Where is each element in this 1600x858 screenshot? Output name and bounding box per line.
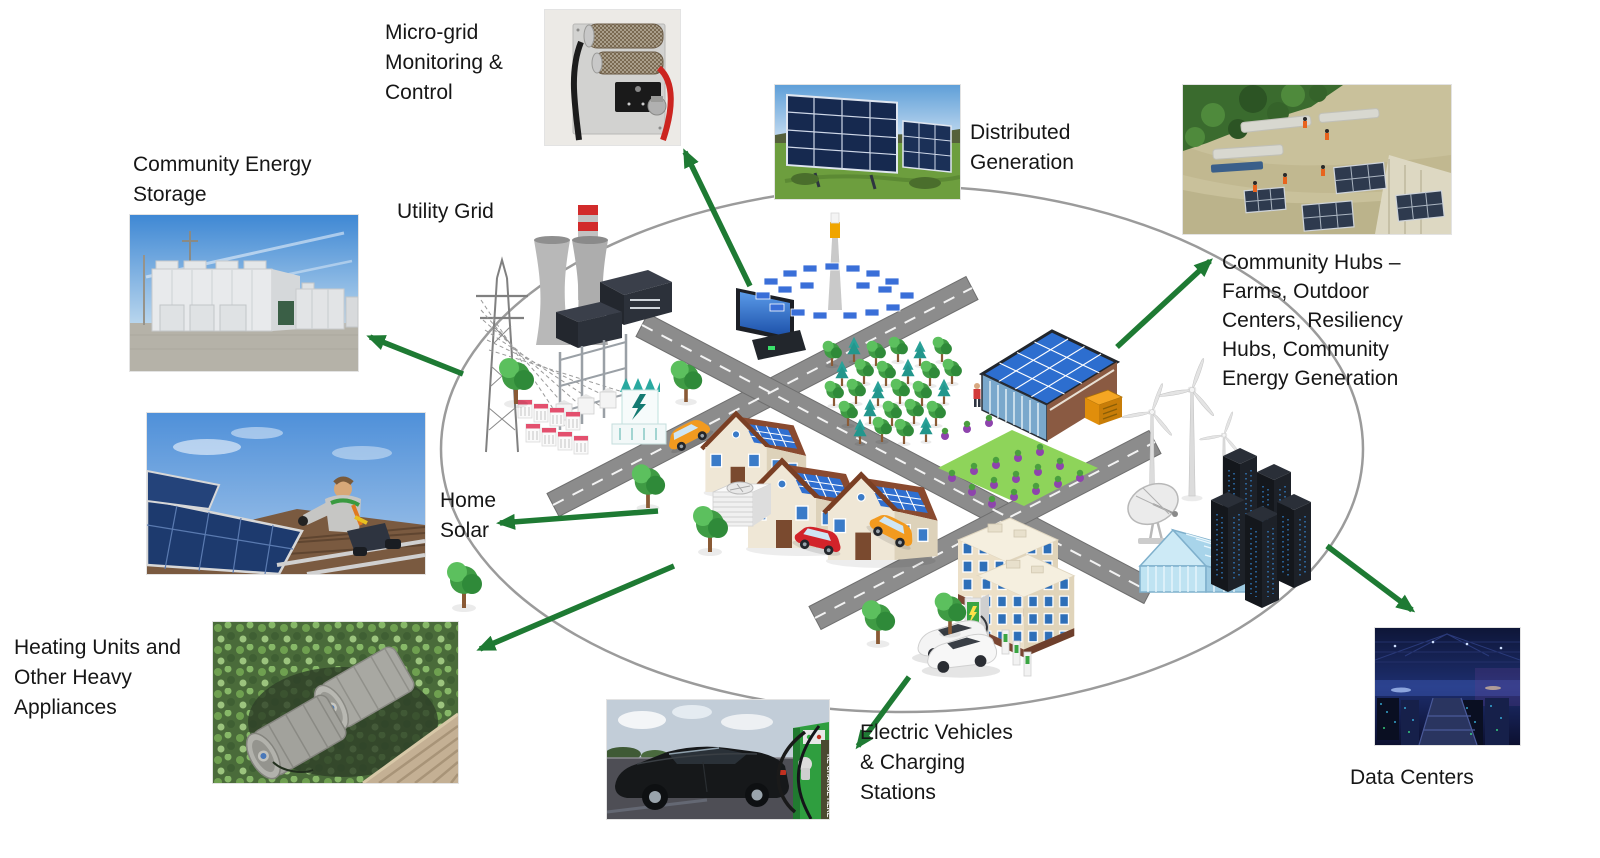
- photo-microgrid-controller: [545, 10, 680, 145]
- label-distributed-generation: Distributed Generation: [970, 121, 1074, 174]
- label-data-centers: Data Centers: [1350, 766, 1474, 789]
- photo-community-energy-storage: [130, 215, 358, 371]
- central-illustration: [447, 205, 1311, 678]
- arrow-to-home-solar: [496, 508, 659, 530]
- power-plant: [534, 205, 672, 348]
- substation: [555, 334, 628, 430]
- label-community-hubs: Community Hubs – Farms, Outdoor Centers,…: [1222, 251, 1403, 390]
- photo-community-hubs-roof: [1183, 85, 1451, 234]
- arrow-to-heating-units: [476, 563, 676, 652]
- vineyard: [938, 401, 1098, 508]
- solar-tower: [755, 212, 915, 320]
- label-electric-vehicles: Electric Vehicles & Charging Stations: [860, 721, 1013, 804]
- photo-home-solar: [147, 413, 425, 574]
- installer-figure: [298, 476, 401, 556]
- person: [973, 383, 981, 407]
- server-towers: [1211, 448, 1311, 608]
- photo-data-center: [1375, 628, 1520, 745]
- community-storage-unit: [611, 378, 667, 445]
- label-home-solar: Home Solar: [440, 489, 497, 542]
- photo-ev-charging: RE CHARGE HERE: [607, 700, 829, 819]
- ev-charging-station: [912, 594, 1032, 678]
- arrow-to-microgrid-monitoring: [682, 148, 753, 288]
- arrow-to-electric-vehicles: [855, 675, 912, 750]
- arrow-to-community-energy-storage: [366, 334, 465, 377]
- photo-heating-units: [213, 622, 458, 783]
- charging-station-pillar: RE CHARGE HERE: [776, 722, 829, 819]
- monitoring-station: [736, 288, 806, 360]
- community-building: [978, 329, 1124, 443]
- station-slogan-text: RE CHARGE HERE: [825, 754, 829, 818]
- label-heating-units: Heating Units and Other Heavy Appliances: [14, 636, 181, 719]
- arrows: [366, 148, 1416, 750]
- arrow-to-data-centers: [1325, 543, 1416, 613]
- photo-distributed-generation: [775, 85, 960, 199]
- arrow-to-community-hubs: [1115, 258, 1213, 350]
- label-community-energy-storage: Community Energy Storage: [133, 153, 312, 206]
- label-utility-grid: Utility Grid: [397, 200, 494, 223]
- hvac-unit: [712, 481, 772, 527]
- label-microgrid-monitoring: Micro-grid Monitoring & Control: [385, 21, 503, 104]
- satellite-dish: [1127, 482, 1179, 544]
